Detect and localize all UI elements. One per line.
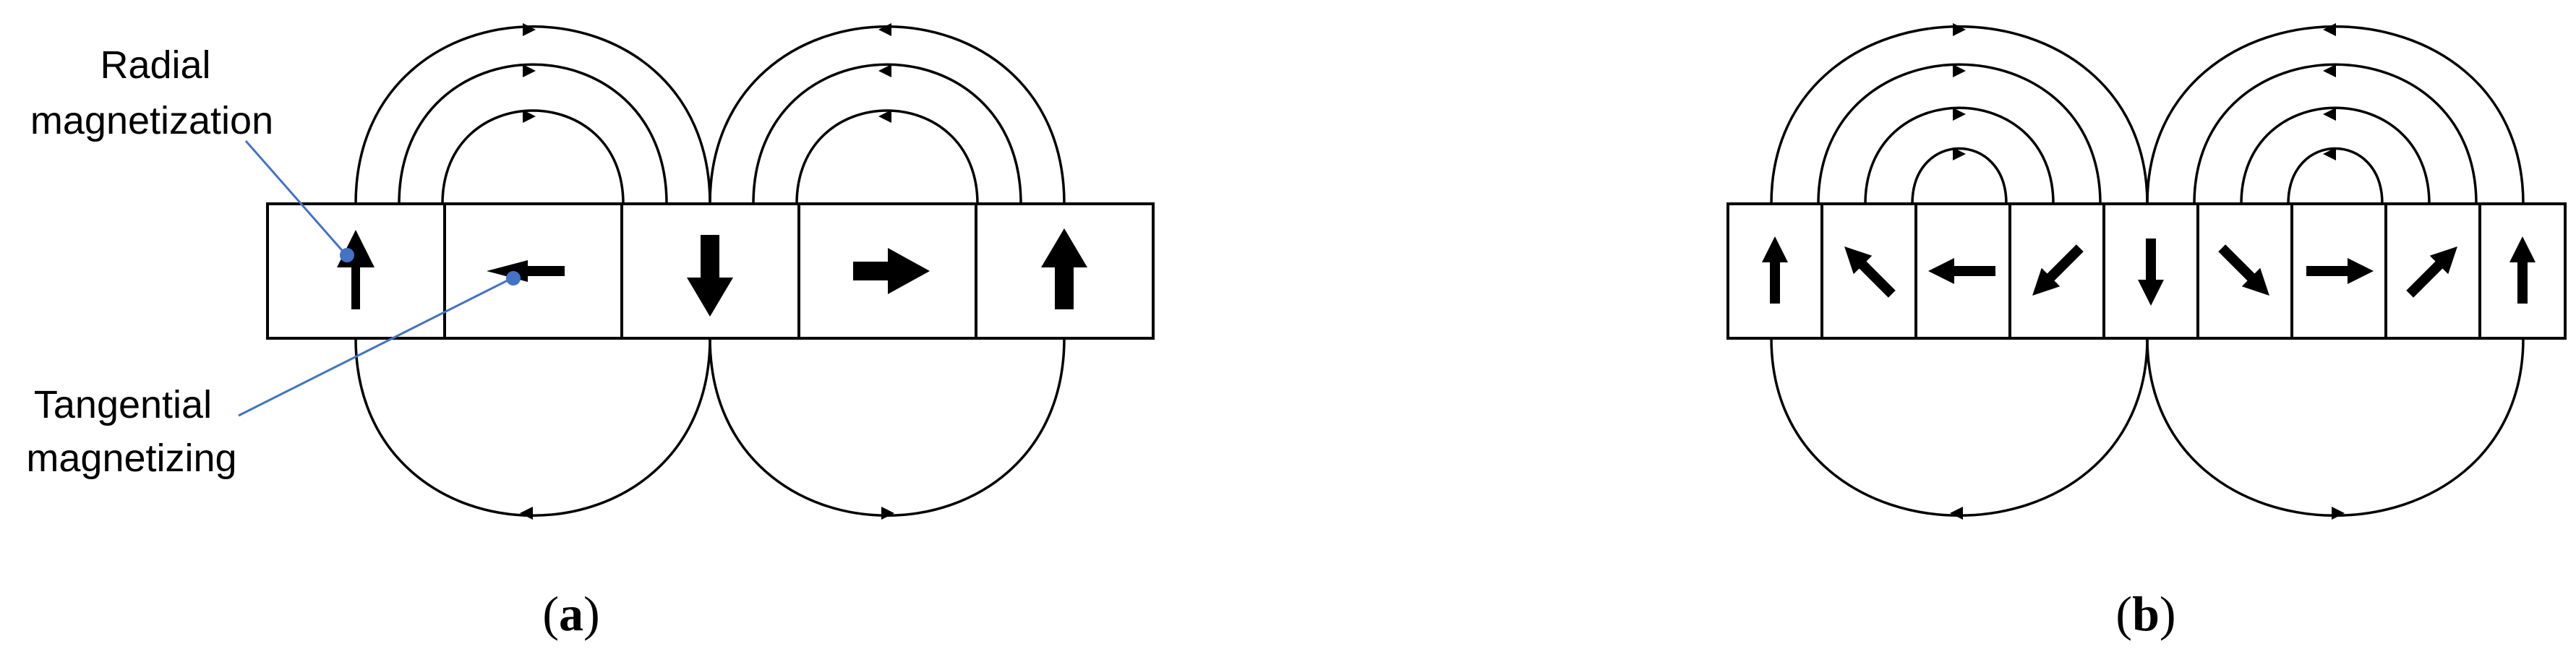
flux-line	[441, 109, 625, 205]
flux-line	[752, 63, 1022, 205]
tangential-pointer-dot	[506, 271, 521, 285]
panel-a-magnetization-arrows	[337, 228, 1087, 317]
panel-a-caption: (a)	[542, 586, 599, 641]
flux-arrowhead	[1950, 507, 1963, 520]
flux-arrowhead	[523, 23, 536, 36]
flux-arrowhead	[881, 507, 894, 520]
flux-arrowhead	[523, 64, 536, 77]
tangential-label-line-2: magnetizing	[26, 437, 236, 480]
tangential-label-line-1: Tangential	[34, 383, 212, 426]
flux-arrowhead	[878, 23, 891, 36]
panel-b: (b)	[1726, 23, 2567, 641]
flux-line	[398, 63, 668, 205]
panel-b-lower-flux-arrowheads	[1950, 507, 2345, 520]
flux-line	[1817, 63, 2102, 205]
magnetization-arrow-up	[2509, 236, 2536, 304]
magnetization-arrow-down	[687, 235, 733, 317]
flux-line	[1864, 106, 2055, 205]
panel-a: Radial magnetization Tangential magnetiz…	[26, 23, 1155, 641]
flux-line	[1911, 147, 2008, 205]
flux-line	[795, 109, 979, 205]
panel-a-upper-flux-arrowheads	[523, 23, 891, 123]
magnetization-arrow-down	[2138, 239, 2164, 306]
panel-b-upper-flux-lines	[1770, 25, 2525, 205]
tangential-pointer-line	[238, 277, 513, 417]
panel-a-upper-flux-lines	[354, 25, 1066, 205]
panel-b-lower-flux-lines	[1770, 338, 2525, 517]
radial-pointer-line	[244, 140, 347, 255]
flux-line	[354, 25, 711, 205]
magnetization-arrow-down-right	[2218, 244, 2269, 296]
panel-a-magnet-array	[266, 202, 1155, 340]
flux-line	[2240, 106, 2431, 205]
magnetization-arrow-up	[1041, 228, 1087, 309]
panel-a-lower-flux-arrowheads	[520, 507, 894, 520]
flux-line	[709, 338, 1066, 517]
flux-arrowhead	[1953, 64, 1966, 77]
flux-arrowhead	[1953, 108, 1966, 121]
flux-arrowhead	[520, 507, 533, 520]
panel-a-lower-flux-lines	[354, 338, 1066, 517]
radial-label-line-1: Radial	[100, 43, 210, 87]
magnetization-arrow-up	[337, 230, 375, 309]
flux-arrowhead	[878, 110, 891, 123]
flux-arrowhead	[523, 110, 536, 123]
flux-arrowhead	[2323, 64, 2336, 77]
magnetization-arrow-up-left	[1844, 246, 1896, 298]
flux-line	[2146, 338, 2525, 517]
flux-arrowhead	[2323, 147, 2336, 160]
panel-a-pointers	[238, 140, 521, 417]
flux-arrowhead	[2332, 507, 2345, 520]
magnetization-arrow-left	[487, 260, 565, 282]
panel-b-magnetization-arrows	[1762, 236, 2536, 306]
flux-arrowhead	[1953, 147, 1966, 160]
radial-pointer-dot	[340, 248, 354, 262]
magnetization-arrow-up	[1762, 236, 1788, 304]
panel-b-caption: (b)	[2115, 586, 2175, 641]
flux-arrowhead	[2323, 23, 2336, 36]
radial-label-line-2: magnetization	[30, 99, 273, 142]
magnetization-arrow-up-right	[2406, 246, 2457, 298]
flux-arrowhead	[878, 64, 891, 77]
flux-line	[354, 338, 711, 517]
flux-arrowhead	[1953, 23, 1966, 36]
panel-b-upper-flux-arrowheads	[1953, 23, 2336, 160]
magnetization-arrow-left	[1928, 258, 1995, 284]
flux-line	[1770, 338, 2149, 517]
panel-b-magnet-array	[1726, 202, 2567, 340]
flux-line	[2193, 63, 2478, 205]
magnetization-arrow-right	[2306, 258, 2374, 284]
magnetization-arrow-right	[853, 248, 930, 294]
flux-arrowhead	[2323, 108, 2336, 121]
magnet-segment	[2478, 202, 2567, 340]
magnetization-arrow-down-left	[2032, 244, 2084, 296]
magnet-segment	[975, 202, 1155, 340]
